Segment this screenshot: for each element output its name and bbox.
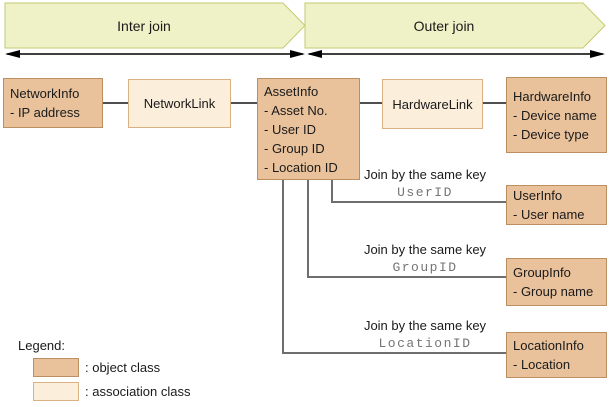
box-title: NetworkInfo: [10, 86, 80, 101]
join-note-label: Join by the same key: [363, 242, 487, 257]
box-attr: - IP address: [10, 105, 80, 120]
box-title: NetworkLink: [143, 96, 216, 111]
legend-item-label: : object class: [85, 360, 161, 375]
join-line-userid: [331, 180, 506, 203]
box-user-info: UserInfo - User name: [506, 185, 607, 225]
box-network-link: NetworkLink: [128, 79, 231, 128]
outer-join-range-arrow: [307, 50, 605, 58]
box-location-info: LocationInfo - Location: [506, 332, 607, 378]
box-attr: - Device type: [513, 126, 589, 142]
legend-item-object: : object class: [33, 358, 160, 377]
join-note-key: GroupID: [392, 260, 458, 275]
outer-join-banner-shape: [304, 2, 606, 49]
box-title: AssetInfo: [264, 83, 319, 99]
box-title: LocationInfo: [513, 338, 584, 353]
join-note-userid: Join by the same key UserID: [345, 167, 505, 200]
arrowhead-left-icon: [307, 50, 322, 58]
box-hardware-link: HardwareLink: [382, 79, 483, 129]
box-attr: - User name: [513, 207, 585, 222]
box-group-info: GroupInfo - Group name: [506, 258, 607, 306]
box-asset-info: AssetInfo - Asset No. - User ID - Group …: [257, 78, 360, 180]
box-title: HardwareInfo: [513, 88, 592, 104]
box-hardware-info: HardwareInfo - Device name - Device type: [506, 77, 607, 153]
outer-join-banner-label: Outer join: [413, 18, 475, 34]
box-title: GroupInfo: [513, 265, 571, 280]
box-attr: - Asset No.: [264, 102, 328, 118]
box-attr: - Group name: [513, 284, 594, 299]
legend-item-association: : association class: [33, 382, 191, 401]
arrowhead-left-icon: [5, 50, 20, 58]
box-attr: - Location: [513, 357, 571, 372]
box-network-info: NetworkInfo - IP address: [3, 78, 103, 128]
legend-title: Legend:: [18, 338, 65, 353]
box-attr: - User ID: [264, 121, 316, 137]
arrowhead-right-icon: [290, 50, 305, 58]
box-attr: - Device name: [513, 107, 597, 123]
inter-join-banner-shape: [4, 2, 306, 49]
association-class-swatch: [33, 382, 79, 401]
join-note-key: LocationID: [378, 336, 472, 351]
arrowhead-right-icon: [590, 50, 605, 58]
join-note-label: Join by the same key: [363, 167, 487, 182]
inter-join-banner-label: Inter join: [117, 18, 171, 34]
inter-join-range-arrow: [5, 50, 305, 58]
box-title: HardwareLink: [392, 96, 473, 112]
join-line-locationid: [282, 180, 506, 354]
box-title: UserInfo: [513, 188, 563, 203]
legend-item-label: : association class: [85, 384, 191, 399]
box-attr: - Group ID: [264, 140, 325, 156]
join-line-groupid: [307, 180, 506, 278]
join-note-groupid: Join by the same key GroupID: [345, 242, 505, 275]
box-attr: - Location ID: [264, 159, 338, 175]
join-note-label: Join by the same key: [363, 318, 487, 333]
object-class-swatch: [33, 358, 79, 377]
join-note-locationid: Join by the same key LocationID: [345, 318, 505, 351]
join-note-key: UserID: [397, 185, 453, 200]
